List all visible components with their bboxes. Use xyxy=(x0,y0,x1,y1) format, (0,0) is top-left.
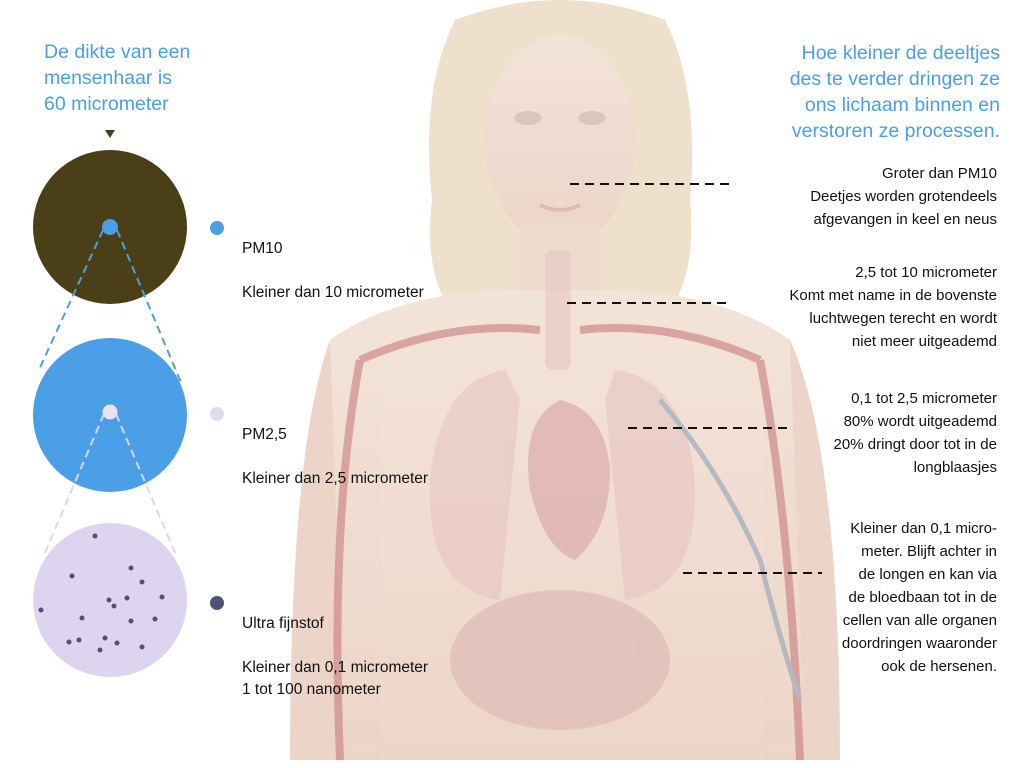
legend-name: PM2,5 xyxy=(242,426,287,443)
legend-name: Ultra fijnstof xyxy=(242,615,324,632)
annotation-ultrafine: Kleiner dan 0,1 micro- meter. Blijft ach… xyxy=(841,520,997,675)
legend-dot-pm10 xyxy=(210,221,224,235)
annotation-pm10-range: 2,5 tot 10 micrometer Komt met name in d… xyxy=(789,264,997,350)
legend-desc: Kleiner dan 10 micrometer xyxy=(242,284,424,301)
pm25-particle xyxy=(102,404,118,420)
ultra-particles xyxy=(38,533,165,653)
legend-dot-ultra xyxy=(210,596,224,610)
legend-item-pm25: PM2,5 Kleiner dan 2,5 micrometer xyxy=(242,402,428,512)
annotation-pm25-range: 0,1 tot 2,5 micrometer 80% wordt uitgead… xyxy=(833,390,997,476)
legend-item-pm10: PM10 Kleiner dan 10 micrometer xyxy=(242,216,424,326)
leader-lines xyxy=(567,183,822,574)
legend-item-ultra: Ultra fijnstof Kleiner dan 0,1 micromete… xyxy=(242,591,428,723)
legend-desc: Kleiner dan 2,5 micrometer xyxy=(242,470,429,487)
zoom-line-pm10-left xyxy=(37,229,104,373)
legend-desc: Kleiner dan 0,1 micrometer 1 tot 100 nan… xyxy=(242,659,429,698)
pm10-particle xyxy=(102,219,118,235)
legend-dot-pm25 xyxy=(210,407,224,421)
anatomy-overlay xyxy=(333,111,804,761)
heading-hair-thickness: De dikte van een mensenhaar is 60 microm… xyxy=(44,41,191,115)
pointer-arrow xyxy=(105,130,115,138)
zoom-line-pm10-right xyxy=(116,229,183,386)
heading-particle-penetration: Hoe kleiner de deeltjes des te verder dr… xyxy=(789,42,1000,142)
size-comparison xyxy=(33,130,187,677)
annotation-larger-than-pm10: Groter dan PM10 Deetjes worden grotendee… xyxy=(810,165,997,228)
legend-name: PM10 xyxy=(242,240,283,257)
